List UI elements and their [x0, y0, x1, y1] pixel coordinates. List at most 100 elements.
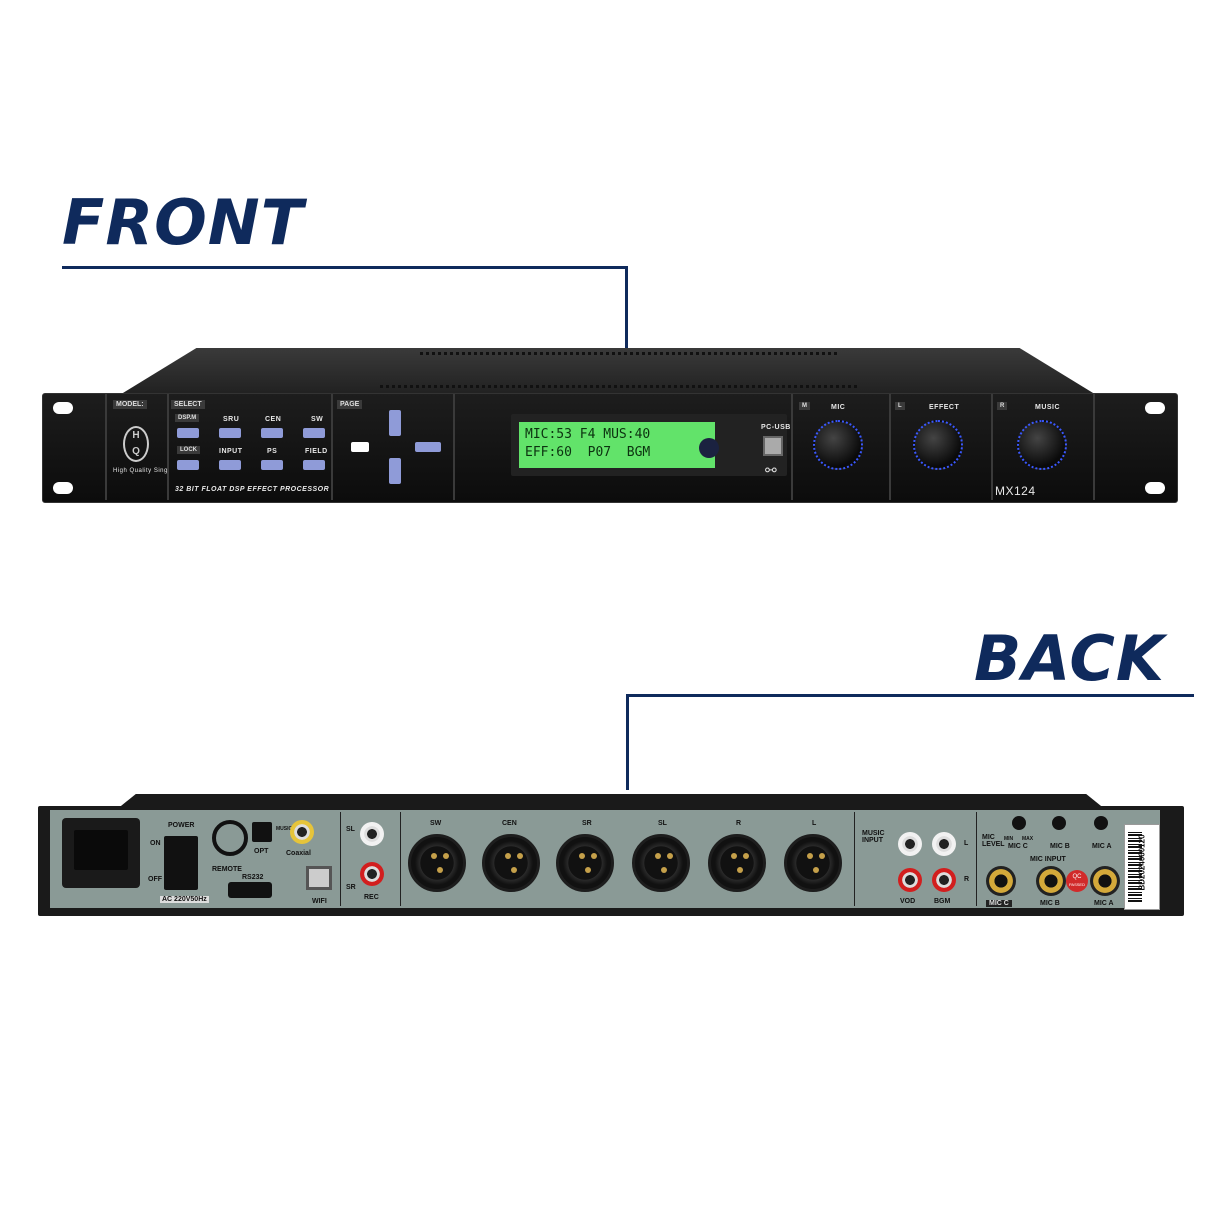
sr-label: SR: [346, 884, 356, 891]
xlr-label-cen: CEN: [502, 820, 517, 827]
section-divider: [854, 812, 855, 906]
power-switch[interactable]: [164, 836, 198, 890]
vod-right-jack[interactable]: [898, 868, 922, 892]
dspm-button[interactable]: [177, 428, 199, 438]
xlr-pin: [813, 867, 819, 873]
xlr-label-sl: SL: [658, 820, 667, 827]
cen-label: CEN: [265, 416, 282, 423]
usb-icon: ⚯: [765, 462, 777, 478]
sru-button[interactable]: [219, 428, 241, 438]
rack-ear-hole: [1145, 482, 1165, 494]
effect-knob-label: EFFECT: [929, 404, 960, 411]
ir-sensor: [699, 438, 719, 458]
rack-ear-hole: [53, 402, 73, 414]
xlr-pin: [743, 853, 749, 859]
xlr-pin: [819, 853, 825, 859]
sw-label: SW: [311, 416, 324, 423]
xlr-output-sl[interactable]: [632, 834, 690, 892]
xlr-pin: [437, 867, 443, 873]
xlr-pin: [511, 867, 517, 873]
page-down-button[interactable]: [389, 458, 401, 484]
input-button[interactable]: [219, 460, 241, 470]
field-button[interactable]: [303, 460, 325, 470]
xlr-pin: [731, 853, 737, 859]
mic-level-b-label: MIC B: [1050, 843, 1070, 850]
l-label: L: [964, 840, 969, 847]
xlr-pin: [591, 853, 597, 859]
sr-rca-jack[interactable]: [360, 862, 384, 886]
ps-button[interactable]: [261, 460, 283, 470]
mic-volume-knob[interactable]: [813, 420, 863, 470]
music-knob-label: MUSIC: [1035, 404, 1061, 411]
music-small-label: MUSIC: [276, 826, 293, 832]
xlr-pin: [579, 853, 585, 859]
mic-c-input-jack[interactable]: [986, 866, 1016, 896]
top-vent: [380, 385, 860, 388]
section-divider: [105, 394, 107, 500]
wifi-usb-port[interactable]: [306, 866, 332, 890]
cen-button[interactable]: [261, 428, 283, 438]
xlr-output-l[interactable]: [784, 834, 842, 892]
pc-usb-label: PC-USB: [761, 424, 791, 431]
rs232-port[interactable]: [228, 882, 272, 898]
mic-b-level-trim[interactable]: [1052, 816, 1066, 830]
model-number: MX124: [995, 484, 1036, 498]
voltage-label: AC 220V50Hz: [160, 896, 209, 903]
wifi-label: WIFI: [312, 898, 327, 905]
xlr-output-r[interactable]: [708, 834, 766, 892]
xlr-output-sw[interactable]: [408, 834, 466, 892]
sl-rca-jack[interactable]: [360, 822, 384, 846]
section-divider: [976, 812, 977, 906]
mic-knob-label: MIC: [831, 404, 846, 411]
vod-left-jack[interactable]: [898, 832, 922, 856]
bgm-left-jack[interactable]: [932, 832, 956, 856]
section-divider: [991, 394, 993, 500]
remote-sensor: [212, 820, 248, 856]
section-divider: [340, 812, 341, 906]
rec-label: REC: [364, 894, 379, 901]
max-label: MAX: [1022, 836, 1034, 842]
page-left-button[interactable]: [351, 442, 369, 452]
xlr-label-sr: SR: [582, 820, 592, 827]
optical-port[interactable]: [252, 822, 272, 842]
bgm-right-jack[interactable]: [932, 868, 956, 892]
mic-level-label: MIC LEVEL: [982, 834, 1005, 848]
page-right-button[interactable]: [415, 442, 441, 452]
qc-sticker: QC PASSED: [1066, 870, 1088, 892]
lcd-line-1: MIC:53 F4 MUS:40: [525, 427, 651, 442]
r-label: R: [964, 876, 970, 883]
mic-input-label: MIC INPUT: [1030, 856, 1066, 863]
xlr-label-l: L: [812, 820, 817, 827]
mic-a-level-trim[interactable]: [1094, 816, 1108, 830]
mic-c-level-trim[interactable]: [1012, 816, 1026, 830]
usb-port[interactable]: [763, 436, 783, 456]
front-rule-vertical: [625, 266, 628, 350]
mic-level-a-label: MIC A: [1092, 843, 1112, 850]
select-label: SELECT: [171, 400, 205, 409]
page-up-button[interactable]: [389, 410, 401, 436]
front-rule-horizontal: [62, 266, 628, 269]
effect-volume-knob[interactable]: [913, 420, 963, 470]
brand-caption: High Quality Sing: [113, 468, 168, 474]
sw-button[interactable]: [303, 428, 325, 438]
lock-button[interactable]: [177, 460, 199, 470]
section-divider: [889, 394, 891, 500]
xlr-pin: [431, 853, 437, 859]
mic-b-input-jack[interactable]: [1036, 866, 1066, 896]
dspm-label: DSP.M: [175, 414, 200, 422]
model-label: MODEL:: [113, 400, 147, 409]
music-volume-knob[interactable]: [1017, 420, 1067, 470]
xlr-output-cen[interactable]: [482, 834, 540, 892]
xlr-output-sr[interactable]: [556, 834, 614, 892]
effect-knob-tag: L: [895, 402, 905, 410]
coaxial-jack[interactable]: [290, 820, 314, 844]
mic-a-input-jack[interactable]: [1090, 866, 1120, 896]
serial-number: BD2024060120: [1137, 834, 1147, 891]
sl-label: SL: [346, 826, 355, 833]
music-knob-tag: R: [997, 402, 1008, 410]
power-label: POWER: [168, 822, 195, 829]
xlr-pin: [667, 853, 673, 859]
chassis-top: [118, 348, 1098, 396]
section-divider: [791, 394, 793, 500]
